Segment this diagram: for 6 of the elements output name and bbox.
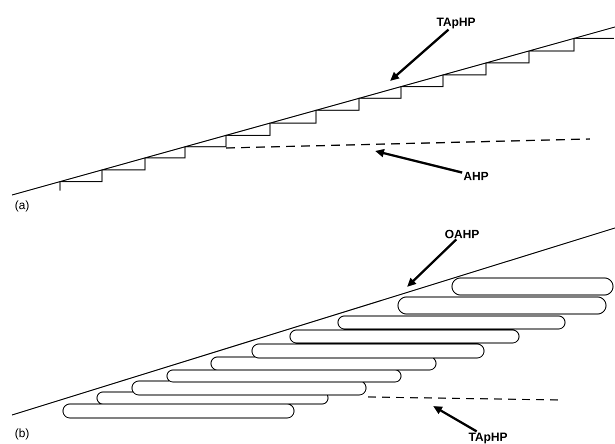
arrow-label: TApHP xyxy=(436,18,476,28)
arrow-label: AHP xyxy=(464,172,488,180)
arrow-label: TApHP xyxy=(468,432,508,444)
panel-label: (a) xyxy=(15,200,29,212)
arrow-label: OAHP xyxy=(445,230,479,238)
panel-label: (b) xyxy=(15,428,29,440)
